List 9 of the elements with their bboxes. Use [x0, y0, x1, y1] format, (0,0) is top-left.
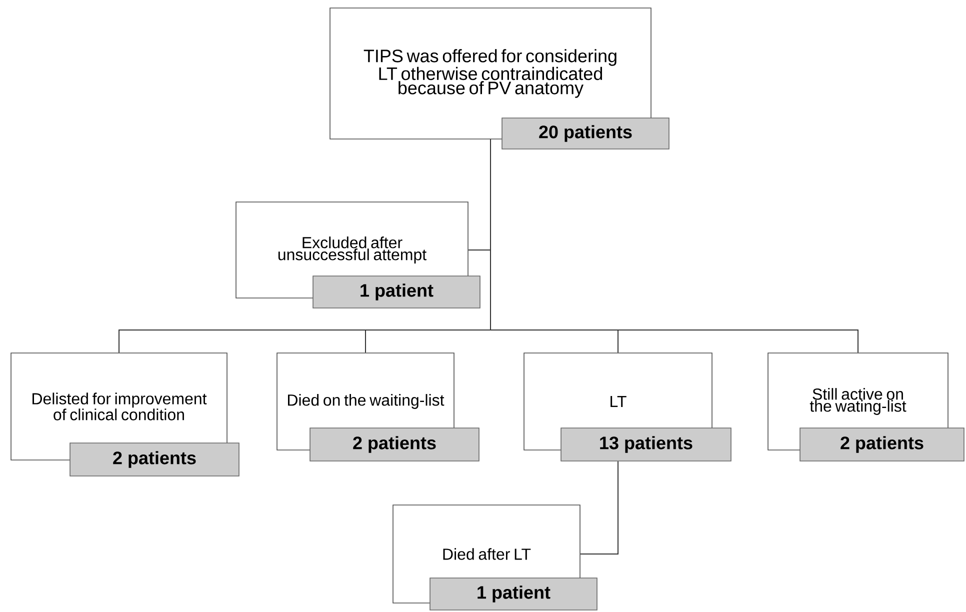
count-box: Died on the waiting-list 2 patients	[276, 352, 480, 462]
count-box: Died after LT 1 patient	[392, 504, 598, 610]
count-box: Excluded after unsuccessful attempt 1 patient	[236, 202, 480, 308]
count-box: Still active on the wating-list 2 patients	[768, 352, 964, 462]
connector-line	[580, 460, 618, 554]
count-box: LT 13 patients	[524, 352, 732, 462]
count-box: Delisted for improvement of clinical condition 2 patients	[10, 352, 240, 476]
connector-line	[490, 138, 858, 354]
count-box: TIPS was offered for considering LT otherwise contraindicated because of PV anatomy 20 patients	[330, 8, 670, 150]
